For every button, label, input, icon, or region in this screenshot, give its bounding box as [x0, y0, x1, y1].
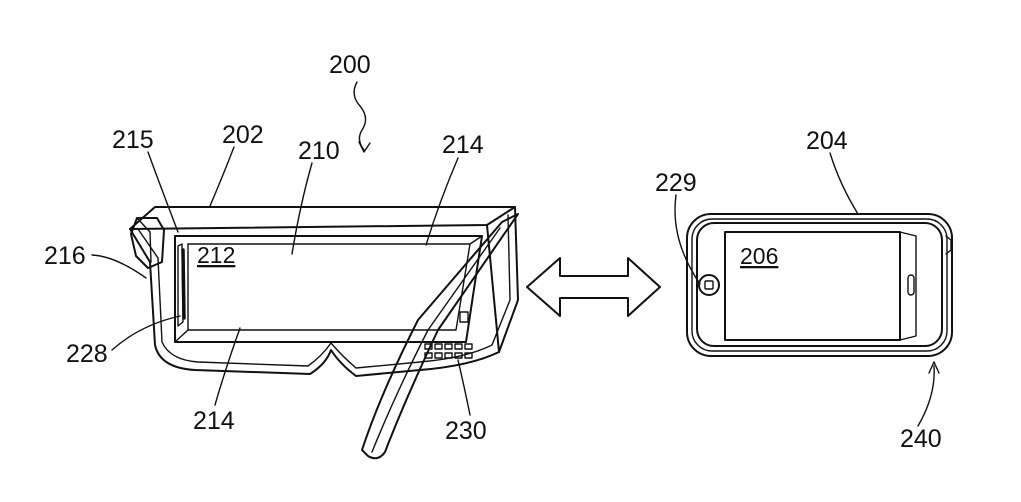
device-body	[697, 223, 942, 346]
double-arrow	[527, 258, 660, 316]
headset-inner-rim	[138, 215, 510, 368]
home-button-square	[705, 281, 713, 289]
leader-214-lower	[215, 328, 240, 405]
label-229: 229	[655, 169, 697, 197]
label-202: 202	[222, 121, 264, 149]
label-216: 216	[44, 242, 86, 270]
leader-230	[458, 360, 470, 415]
window-bevel-bl	[175, 330, 188, 342]
label-204: 204	[806, 127, 848, 155]
side-tab-edge	[137, 218, 151, 262]
latch	[460, 312, 468, 322]
leader-214-upper	[426, 158, 458, 245]
leader-240	[918, 366, 934, 426]
leader-204	[830, 153, 858, 214]
label-214-lower: 214	[193, 407, 235, 435]
label-215: 215	[112, 126, 154, 154]
label-214-upper: 214	[442, 131, 484, 159]
leader-228	[112, 316, 180, 350]
label-228: 228	[66, 340, 108, 368]
label-200: 200	[329, 51, 371, 79]
speaker-slot	[908, 275, 914, 295]
label-210: 210	[298, 137, 340, 165]
label-240: 240	[900, 425, 942, 453]
leader-210	[292, 163, 312, 254]
label-230: 230	[445, 417, 487, 445]
leader-200	[354, 82, 365, 150]
leader-202	[210, 147, 234, 206]
headset-right-face	[487, 207, 518, 352]
home-button	[699, 275, 719, 295]
device-drawing	[687, 214, 952, 356]
device-case-inner	[692, 219, 947, 351]
label-206: 206	[740, 243, 778, 269]
headset-top-face	[130, 207, 515, 229]
leader-215	[148, 152, 178, 232]
label-212: 212	[197, 242, 235, 268]
rear-slot-outline	[178, 244, 183, 326]
connector-grid	[425, 344, 472, 358]
